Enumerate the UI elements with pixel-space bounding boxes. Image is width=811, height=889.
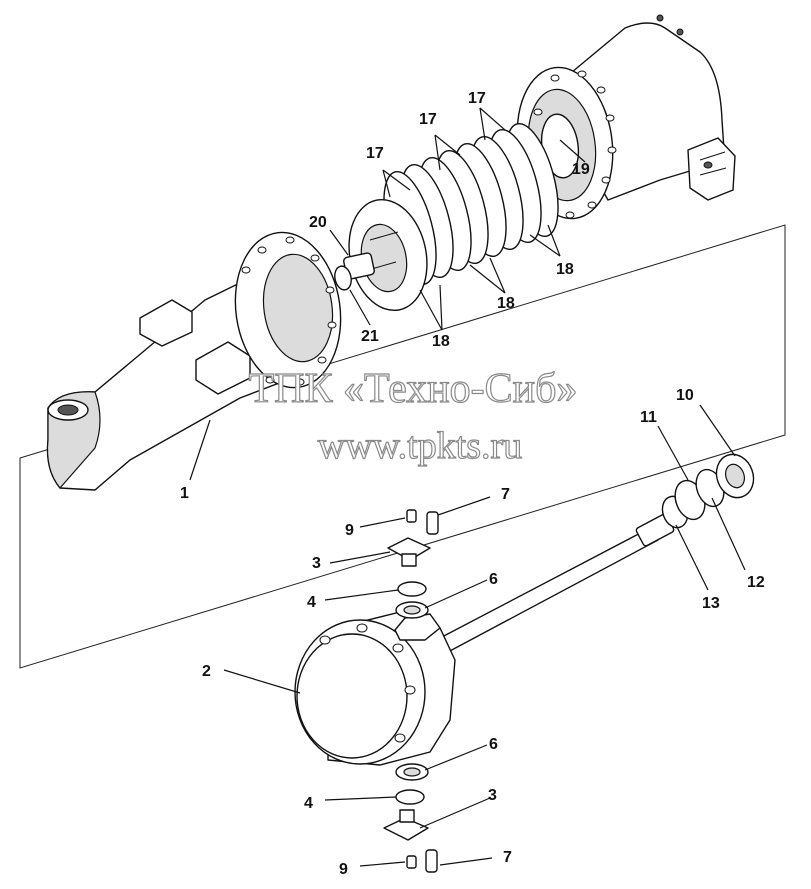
callout-4-lower: 4 (304, 795, 313, 812)
brake-disc-stack (334, 122, 559, 312)
callout-7-upper: 7 (501, 486, 510, 503)
callout-1: 1 (180, 485, 189, 502)
background-plane (19, 224, 786, 669)
watermark-url: www.tpkts.ru (318, 425, 522, 467)
callout-20: 20 (309, 214, 327, 231)
upper-kingpin-kit (387, 509, 439, 619)
callout-3-upper: 3 (312, 555, 321, 572)
callout-17-mid: 17 (419, 111, 437, 128)
callout-19: 19 (572, 161, 590, 178)
wheel-hub (294, 611, 456, 766)
callout-21: 21 (361, 328, 379, 345)
callout-4-upper: 4 (307, 594, 316, 611)
callout-9-upper: 9 (345, 522, 354, 539)
callout-10: 10 (676, 387, 694, 404)
callout-18-mid: 18 (497, 295, 515, 312)
half-shaft (439, 453, 755, 653)
lower-kingpin-kit (383, 763, 438, 873)
callout-17-right: 17 (468, 90, 486, 107)
differential-housing (516, 14, 736, 220)
callout-17-left: 17 (366, 145, 384, 162)
callout-11: 11 (640, 409, 657, 426)
leader-lines (189, 107, 746, 867)
callout-6-upper: 6 (489, 571, 498, 588)
callout-7-lower: 7 (503, 849, 512, 866)
watermark-company: ТПК «Техно-Сиб» (249, 366, 578, 412)
callout-13: 13 (702, 595, 720, 612)
callout-9-lower: 9 (339, 861, 348, 878)
callout-labels: 1 2 3 3 4 4 6 6 7 7 9 9 10 11 12 13 17 1… (180, 90, 765, 878)
callout-6-lower: 6 (489, 736, 498, 753)
callout-12: 12 (747, 574, 765, 591)
axle-housing (46, 231, 342, 491)
callout-18-right: 18 (556, 261, 574, 278)
callout-18-left: 18 (432, 333, 450, 350)
callout-3-lower: 3 (488, 787, 497, 804)
callout-2: 2 (202, 663, 211, 680)
